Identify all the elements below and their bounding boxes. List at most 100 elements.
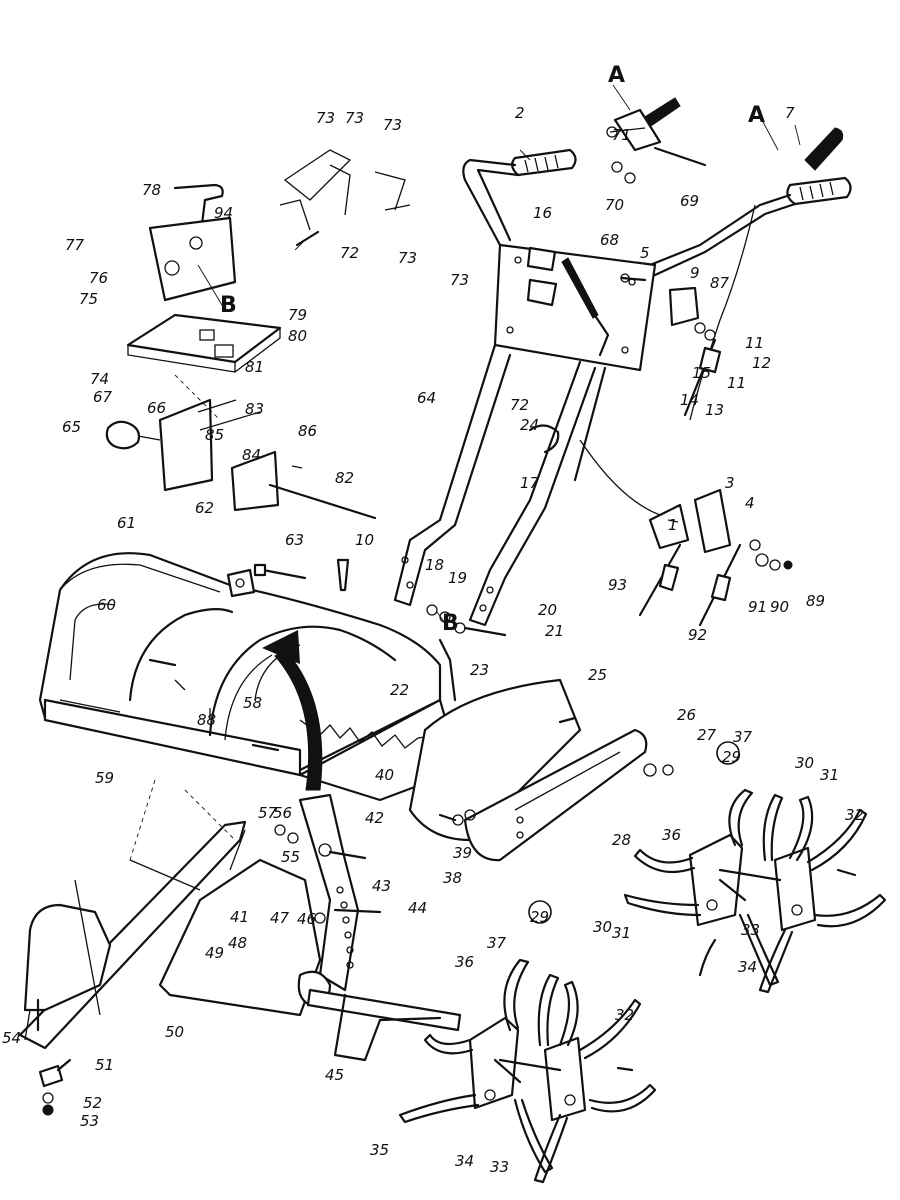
part-label-23: 23 <box>470 661 489 679</box>
part-label-86: 86 <box>298 422 317 440</box>
part-label-41: 41 <box>230 908 249 926</box>
part-label-77: 77 <box>65 236 85 254</box>
part-label-5: 5 <box>640 244 650 262</box>
tine-set-rear <box>623 788 887 994</box>
part-label-66: 66 <box>147 399 166 417</box>
part-label-34: 34 <box>738 958 757 976</box>
part-label-29: 29 <box>722 748 741 766</box>
part-number-labels: 1234579101111121314151617181920212223242… <box>2 63 864 1176</box>
part-label-55: 55 <box>281 848 300 866</box>
circled-marker <box>528 900 552 924</box>
control-cables <box>638 488 793 627</box>
part-label-36: 36 <box>455 953 474 971</box>
part-label-7: 7 <box>785 104 795 122</box>
part-label-1: 1 <box>668 516 678 534</box>
part-label-4: 4 <box>745 494 755 512</box>
part-label-32: 32 <box>615 1006 634 1024</box>
part-label-81: 81 <box>245 358 264 376</box>
part-label-30: 30 <box>795 754 814 772</box>
part-label-80: 80 <box>288 327 307 345</box>
part-label-33: 33 <box>741 921 760 939</box>
part-label-24: 24 <box>520 416 539 434</box>
part-label-10: 10 <box>355 531 374 549</box>
part-label-46: 46 <box>297 910 316 928</box>
part-label-91: 91 <box>748 598 767 616</box>
callout-letter-a: A <box>608 63 625 88</box>
part-label-17: 17 <box>520 474 540 492</box>
part-label-51: 51 <box>95 1056 114 1074</box>
part-label-62: 62 <box>195 499 214 517</box>
part-label-35: 35 <box>370 1141 389 1159</box>
part-label-92: 92 <box>688 626 707 644</box>
part-label-57: 57 <box>258 804 278 822</box>
part-label-88: 88 <box>197 711 216 729</box>
knob <box>105 420 141 450</box>
side-shield <box>408 678 674 862</box>
part-label-60: 60 <box>97 596 116 614</box>
part-label-73: 73 <box>316 109 335 127</box>
part-label-76: 76 <box>89 269 108 287</box>
part-label-49: 49 <box>205 944 224 962</box>
part-label-58: 58 <box>243 694 262 712</box>
handle-center-plate <box>493 243 657 372</box>
part-label-73: 73 <box>383 116 402 134</box>
part-label-16: 16 <box>533 204 552 222</box>
part-label-72: 72 <box>340 244 359 262</box>
part-label-11: 11 <box>727 374 746 392</box>
part-label-65: 65 <box>62 418 81 436</box>
leader-lines <box>197 84 801 631</box>
part-label-59: 59 <box>95 769 114 787</box>
part-label-70: 70 <box>605 196 624 214</box>
part-label-69: 69 <box>680 192 699 210</box>
part-label-45: 45 <box>325 1066 344 1084</box>
part-label-73: 73 <box>345 109 364 127</box>
part-label-85: 85 <box>205 426 224 444</box>
part-label-72: 72 <box>510 396 529 414</box>
part-label-56: 56 <box>273 804 292 822</box>
callout-letter-b: B <box>442 611 459 636</box>
part-label-11: 11 <box>745 334 764 352</box>
part-label-61: 61 <box>117 514 136 532</box>
part-label-28: 28 <box>612 831 631 849</box>
part-label-93: 93 <box>608 576 627 594</box>
part-label-39: 39 <box>453 844 472 862</box>
part-label-21: 21 <box>545 622 564 640</box>
part-label-26: 26 <box>677 706 696 724</box>
part-label-44: 44 <box>408 899 427 917</box>
part-label-94: 94 <box>214 204 233 222</box>
part-label-83: 83 <box>245 400 264 418</box>
part-label-25: 25 <box>588 666 607 684</box>
part-label-34: 34 <box>455 1152 474 1170</box>
part-label-30: 30 <box>593 918 612 936</box>
part-label-13: 13 <box>705 401 724 419</box>
part-label-3: 3 <box>725 474 735 492</box>
part-label-22: 22 <box>390 681 409 699</box>
part-label-43: 43 <box>372 877 391 895</box>
part-label-47: 47 <box>270 909 290 927</box>
callout-letter-a: A <box>748 103 765 128</box>
part-label-48: 48 <box>228 934 247 952</box>
part-label-52: 52 <box>83 1094 102 1112</box>
left-handle-grip <box>511 148 577 177</box>
part-label-78: 78 <box>142 181 161 199</box>
part-label-9: 9 <box>690 264 700 282</box>
part-label-33: 33 <box>490 1158 509 1176</box>
part-label-89: 89 <box>806 592 825 610</box>
part-label-84: 84 <box>242 446 261 464</box>
part-label-42: 42 <box>365 809 384 827</box>
right-handle-grip <box>786 176 852 206</box>
part-label-68: 68 <box>600 231 619 249</box>
part-label-74: 74 <box>90 370 109 388</box>
direction-arrow <box>262 630 323 791</box>
part-label-63: 63 <box>285 531 304 549</box>
hitch-detail <box>105 183 377 520</box>
frame-drag-bar <box>18 779 247 1116</box>
part-label-36: 36 <box>662 826 681 844</box>
part-label-82: 82 <box>335 469 354 487</box>
part-label-53: 53 <box>80 1112 99 1130</box>
control-lever <box>804 127 844 171</box>
handlebar-assembly <box>393 127 852 627</box>
axle <box>306 988 462 1062</box>
part-label-87: 87 <box>710 274 730 292</box>
